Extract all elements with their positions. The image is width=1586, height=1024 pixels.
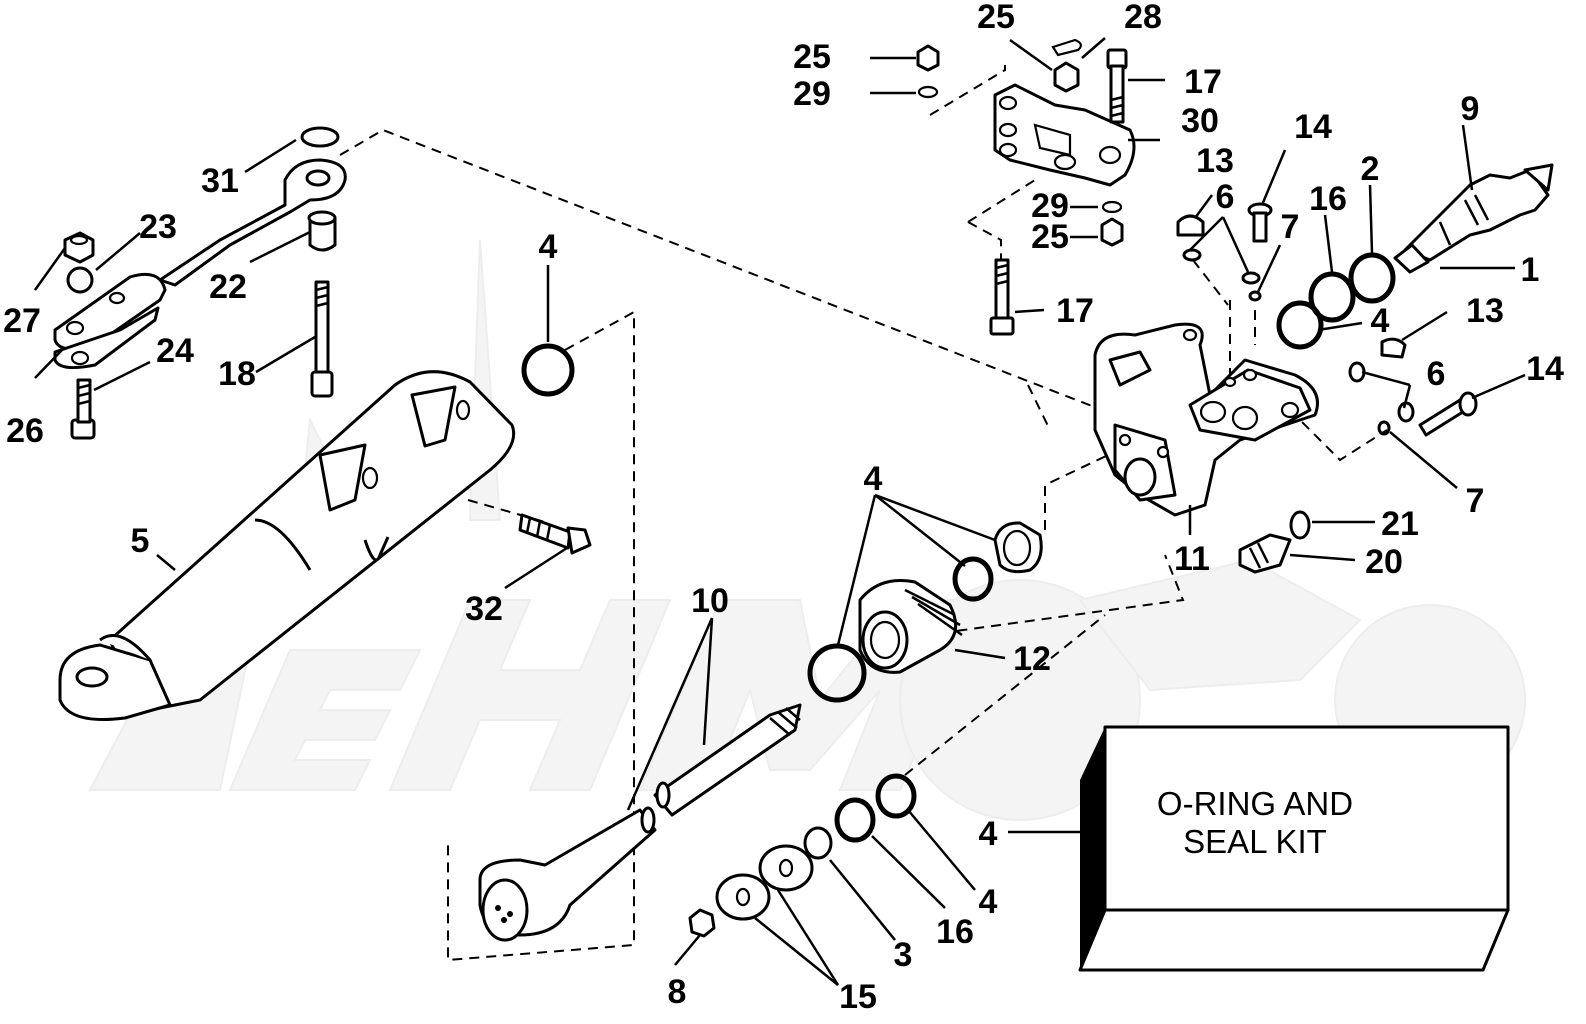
callout-13b: 13 — [1466, 292, 1504, 330]
callout-12: 12 — [1013, 640, 1051, 678]
hardware — [63, 38, 1478, 938]
o-rings — [521, 252, 1396, 860]
callout-4d: 4 — [979, 883, 998, 921]
callout-26: 26 — [6, 412, 44, 450]
callout-28: 28 — [1124, 0, 1162, 36]
callout-31: 31 — [201, 162, 239, 200]
callout-4e: 4 — [979, 815, 998, 853]
watermark — [88, 239, 1526, 821]
valve-body — [1093, 322, 1319, 517]
callout-1: 1 — [1521, 251, 1540, 289]
callout-10: 10 — [691, 582, 729, 620]
callout-11: 11 — [1174, 540, 1210, 578]
callout-24: 24 — [156, 332, 194, 370]
callout-8: 8 — [668, 973, 687, 1011]
callout-4b: 4 — [1371, 302, 1390, 340]
cylinder — [58, 370, 516, 722]
callout-6a: 6 — [1216, 178, 1235, 216]
callout-22: 22 — [209, 268, 247, 306]
leader-lines — [33, 37, 1526, 986]
seal-kit-box: O-RING AND SEAL KIT — [1078, 725, 1510, 972]
callout-29a: 29 — [793, 75, 831, 113]
callout-20: 20 — [1365, 543, 1403, 581]
callout-16b: 16 — [936, 913, 974, 951]
callout-15: 15 — [839, 978, 877, 1016]
callout-21: 21 — [1381, 505, 1419, 543]
spool — [1393, 163, 1554, 274]
callout-7b: 7 — [1466, 482, 1485, 520]
callout-16a: 16 — [1309, 180, 1347, 218]
callout-14b: 14 — [1526, 350, 1564, 388]
gland — [858, 578, 963, 674]
callout-18: 18 — [218, 355, 256, 393]
callout-25c: 25 — [1031, 218, 1069, 256]
callout-25a: 25 — [977, 0, 1015, 36]
callout-7a: 7 — [1281, 208, 1300, 246]
link-arm — [53, 126, 347, 370]
kit-label-line2: SEAL KIT — [1183, 823, 1327, 860]
callout-30: 30 — [1181, 102, 1219, 140]
callout-14a: 14 — [1294, 108, 1332, 146]
callout-32: 32 — [465, 590, 503, 628]
callout-13a: 13 — [1196, 142, 1234, 180]
callout-17a: 17 — [1184, 63, 1222, 101]
callout-25b: 25 — [793, 38, 831, 76]
callout-9: 9 — [1461, 90, 1480, 128]
kit-label-line1: O-RING AND — [1157, 785, 1353, 822]
bracket — [993, 83, 1136, 187]
callout-5: 5 — [131, 522, 150, 560]
callout-27: 27 — [3, 302, 41, 340]
callouts: 1 2 3 4 4 4 4 4 5 6 6 7 7 8 9 10 11 12 1… — [3, 0, 1564, 1016]
callout-2: 2 — [1361, 150, 1380, 188]
callout-3: 3 — [894, 936, 913, 974]
callout-4a: 4 — [539, 228, 558, 266]
callout-6b: 6 — [1427, 355, 1446, 393]
callout-23: 23 — [139, 208, 177, 246]
callout-17b: 17 — [1056, 292, 1094, 330]
callout-4c: 4 — [864, 460, 883, 498]
piston-rod — [478, 703, 802, 942]
callout-29b: 29 — [1031, 187, 1069, 225]
